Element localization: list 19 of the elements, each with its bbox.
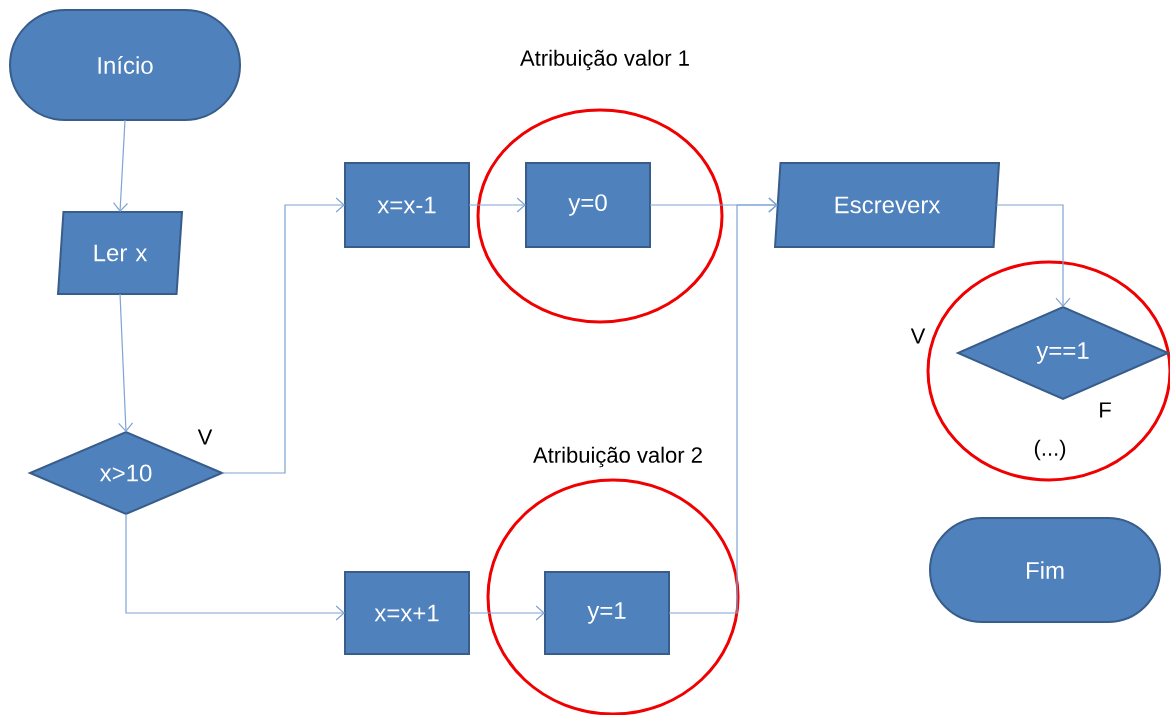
- circle-heading: Atribuição valor 1: [520, 49, 689, 71]
- process-box: y=1: [544, 571, 670, 655]
- branch-label: V: [908, 326, 928, 346]
- process-box: y=0: [525, 162, 651, 248]
- terminal-box: Fim: [929, 517, 1161, 623]
- arrow: [668, 197, 778, 614]
- edge-label: V: [195, 427, 215, 447]
- terminal-box: Início: [9, 9, 241, 121]
- branch-label: (...): [1034, 439, 1066, 461]
- arrow: [125, 513, 345, 621]
- process-box: x=x+1: [344, 571, 470, 655]
- branch-label: F: [1096, 400, 1114, 420]
- process-box: x=x-1: [344, 162, 470, 248]
- arrow: [112, 119, 129, 212]
- arrow: [221, 197, 345, 474]
- arrow: [118, 293, 134, 432]
- arrow: [995, 204, 1071, 307]
- circle-heading: Atribuição valor 2: [533, 446, 702, 468]
- arrow: [468, 605, 545, 621]
